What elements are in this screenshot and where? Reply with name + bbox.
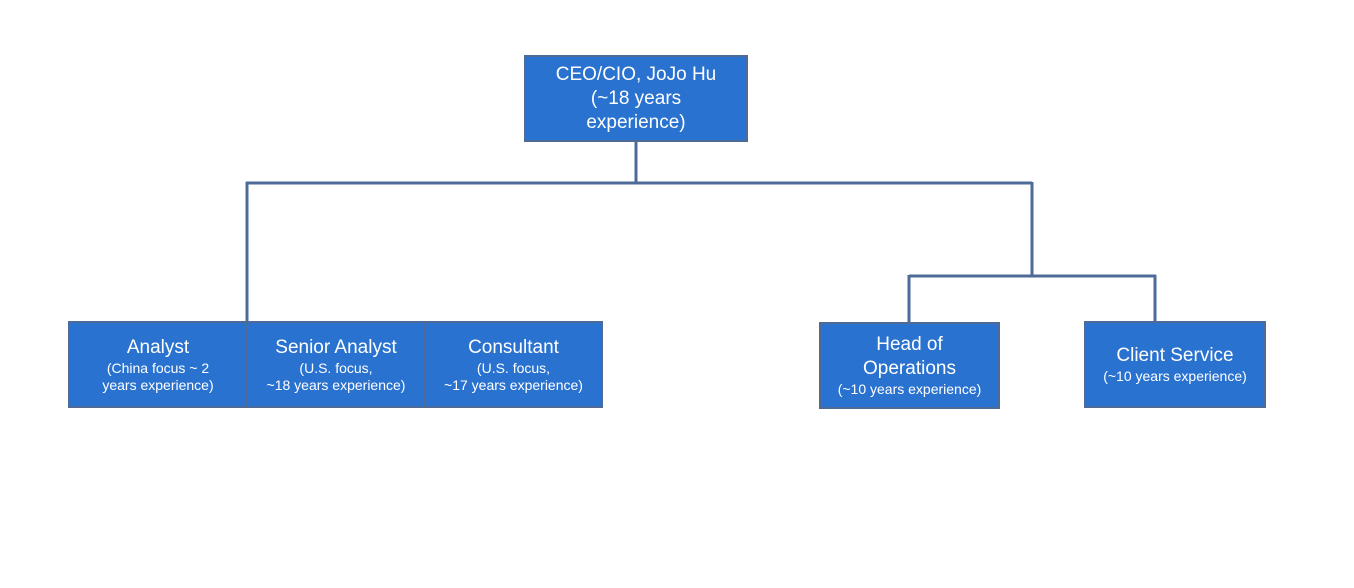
consultant-node: Consultant (U.S. focus, ~17 years experi…	[424, 321, 603, 408]
analyst-subtitle-line-1: (China focus ~ 2	[106, 359, 210, 376]
ceo-node: CEO/CIO, JoJo Hu (~18 years experience)	[524, 55, 748, 142]
ceo-title: CEO/CIO, JoJo Hu (~18 years experience)	[555, 63, 717, 133]
head-of-operations-subtitle: (~10 years experience)	[837, 381, 982, 397]
analyst-node: Analyst (China focus ~ 2 years experienc…	[68, 321, 248, 408]
consultant-subtitle-line-2: ~17 years experience)	[444, 376, 583, 393]
head-of-operations-node: Head of Operations (~10 years experience…	[819, 322, 1000, 409]
senior-analyst-subtitle-line-2: ~18 years experience)	[266, 376, 406, 393]
senior-analyst-title: Senior Analyst	[275, 336, 397, 358]
analyst-title: Analyst	[126, 336, 190, 358]
head-of-operations-title: Head of Operations	[863, 334, 956, 379]
senior-analyst-node: Senior Analyst (U.S. focus, ~18 years ex…	[246, 321, 426, 408]
client-service-node: Client Service (~10 years experience)	[1084, 321, 1266, 408]
analyst-subtitle-line-2: years experience)	[102, 376, 214, 393]
senior-analyst-subtitle-line-1: (U.S. focus,	[299, 359, 373, 376]
consultant-title: Consultant	[468, 336, 559, 358]
client-service-subtitle: (~10 years experience)	[1103, 368, 1247, 384]
consultant-subtitle-line-1: (U.S. focus,	[476, 359, 551, 376]
client-service-title: Client Service	[1116, 345, 1234, 366]
